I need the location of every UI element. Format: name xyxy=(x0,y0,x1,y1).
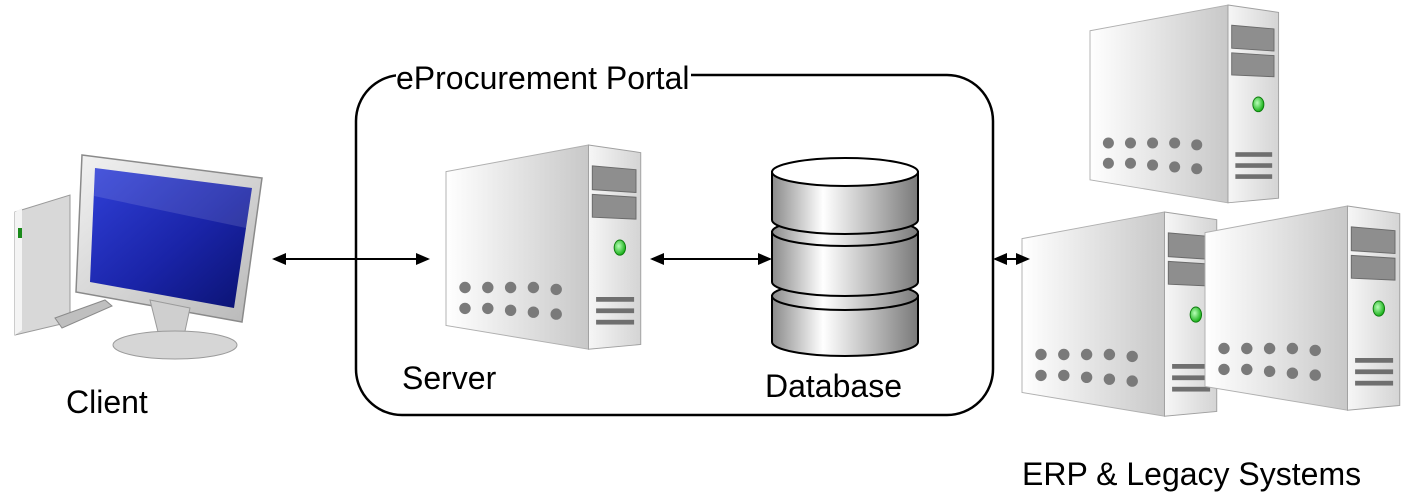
client-label: Client xyxy=(66,384,148,420)
database-label: Database xyxy=(765,368,902,404)
erp-server-top-icon xyxy=(1089,4,1280,204)
erp-label: ERP & Legacy Systems xyxy=(1022,456,1362,492)
server-tower-icon xyxy=(445,144,642,350)
erp-server-right-icon xyxy=(1204,205,1401,411)
portal-title: eProcurement Portal xyxy=(396,60,692,96)
server-label: Server xyxy=(402,360,497,396)
desktop-computer-icon xyxy=(14,154,263,360)
database-cylinder-icon xyxy=(771,157,919,357)
erp-server-left-icon xyxy=(1021,211,1218,417)
